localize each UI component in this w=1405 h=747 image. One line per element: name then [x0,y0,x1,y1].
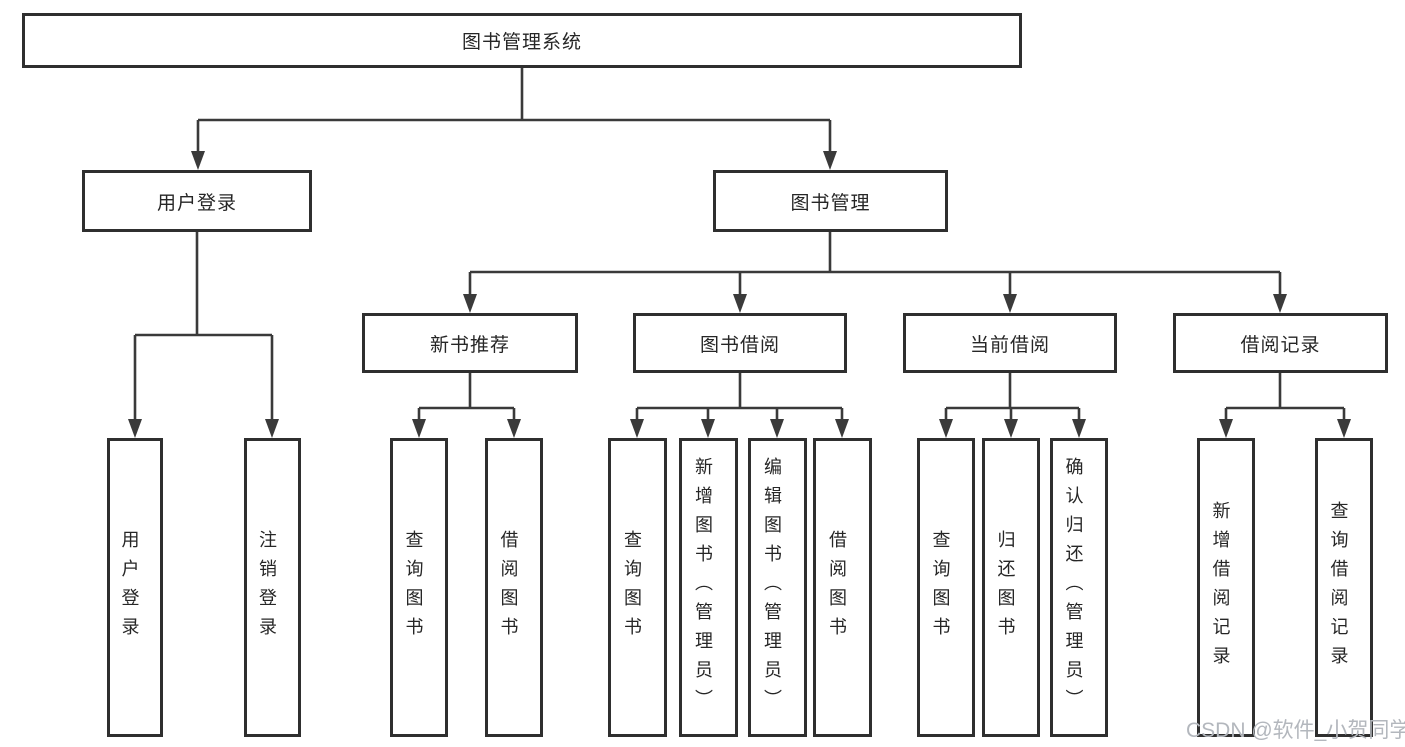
node-new-book-recommend: 新书推荐 [362,313,578,373]
leaf-borrow-book-recommend-label: 借阅图书 [498,529,519,646]
leaf-query-book-borrow: 查询图书 [608,438,667,737]
leaf-edit-book-admin: 编辑图书（管理员） [748,438,807,737]
leaf-query-borrow-record: 查询借阅记录 [1315,438,1373,737]
leaf-add-borrow-record: 新增借阅记录 [1197,438,1255,737]
leaf-confirm-return-admin: 确认归还（管理员） [1050,438,1108,737]
node-borrow-records: 借阅记录 [1173,313,1388,373]
leaf-borrow-book-label: 借阅图书 [827,529,847,646]
node-book-management: 图书管理 [713,170,948,232]
leaf-query-book-borrow-label: 查询图书 [622,529,642,646]
leaf-logout: 注销登录 [244,438,301,737]
leaf-return-book: 归还图书 [982,438,1040,737]
leaf-confirm-return-admin-label: 确认归还（管理员） [1063,457,1084,718]
leaf-borrow-book: 借阅图书 [813,438,872,737]
node-book-borrow: 图书借阅 [633,313,847,373]
leaf-query-book-recommend-label: 查询图书 [403,529,424,646]
node-user-login: 用户登录 [82,170,312,232]
leaf-logout-label: 注销登录 [257,529,277,646]
node-root-system: 图书管理系统 [22,13,1022,68]
leaf-add-book-admin: 新增图书（管理员） [679,438,738,737]
leaf-borrow-book-recommend: 借阅图书 [485,438,543,737]
leaf-add-borrow-record-label: 新增借阅记录 [1210,500,1231,675]
leaf-edit-book-admin-label: 编辑图书（管理员） [762,457,782,718]
leaf-query-borrow-record-label: 查询借阅记录 [1328,500,1349,675]
leaf-query-book-current: 查询图书 [917,438,975,737]
leaf-add-book-admin-label: 新增图书（管理员） [693,457,713,718]
leaf-return-book-label: 归还图书 [995,529,1016,646]
leaf-user-login-label: 用户登录 [119,529,140,646]
leaf-query-book-recommend: 查询图书 [390,438,448,737]
leaf-query-book-current-label: 查询图书 [930,529,951,646]
node-current-borrow: 当前借阅 [903,313,1117,373]
leaf-user-login: 用户登录 [107,438,163,737]
csdn-watermark: CSDN @软件_小贺同学 [1186,719,1405,742]
